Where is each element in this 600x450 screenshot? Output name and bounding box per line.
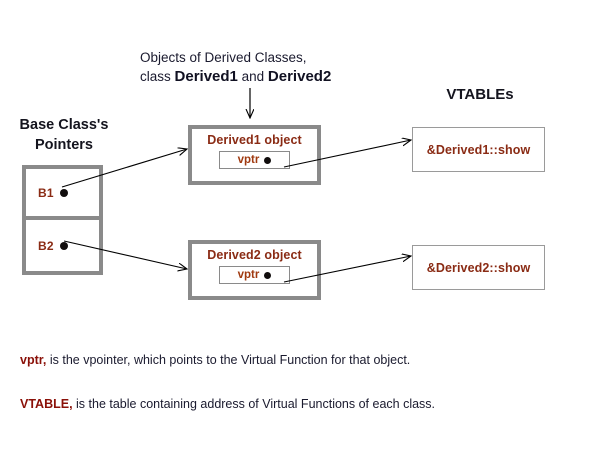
base-pointer-row-b2: B2: [26, 220, 99, 271]
note-vptr-text: is the vpointer, which points to the Vir…: [46, 353, 411, 367]
pointer-dot-icon: [59, 241, 68, 250]
base-pointers-heading-line2: Pointers: [34, 137, 93, 153]
base-pointers-heading-line1: Base Class's: [19, 117, 109, 133]
pointer-dot-icon: [264, 156, 272, 164]
vtable-derived2-box: &Derived2::show: [412, 245, 545, 290]
vtable-derived1-box: &Derived1::show: [412, 127, 545, 172]
derived2-vptr-box: vptr: [219, 266, 290, 284]
objects-heading-and: and: [237, 69, 268, 84]
base-pointers-heading: Base Class's Pointers: [8, 115, 120, 155]
objects-heading-line1: Objects of Derived Classes,: [140, 50, 307, 65]
derived1-vptr-label: vptr: [237, 154, 260, 166]
note-vptr-term: vptr,: [20, 353, 47, 367]
derived2-vptr-label: vptr: [237, 269, 260, 281]
note-vtable-text: is the table containing address of Virtu…: [72, 397, 436, 411]
note-vptr: vptr, is the vpointer, which points to t…: [20, 352, 580, 369]
objects-heading-derived1: Derived1: [174, 68, 238, 85]
derived1-object-box: Derived1 object vptr: [188, 125, 321, 185]
derived2-object-box: Derived2 object vptr: [188, 240, 321, 300]
base-pointer-row-b1: B1: [26, 169, 99, 220]
pointer-dot-icon: [59, 188, 68, 197]
vtables-heading: VTABLEs: [446, 86, 514, 103]
derived1-vptr-box: vptr: [219, 151, 290, 169]
derived2-object-title: Derived2 object: [207, 248, 302, 262]
pointer-dot-icon: [264, 271, 272, 279]
objects-heading-derived2: Derived2: [267, 68, 332, 85]
base-pointers-table: B1 B2: [22, 165, 103, 275]
note-vtable-term: VTABLE,: [20, 397, 73, 411]
derived1-object-title: Derived1 object: [207, 133, 302, 147]
vtable-derived1-entry: &Derived1::show: [426, 142, 531, 157]
objects-heading-line2: class Derived1 and Derived2: [140, 67, 400, 86]
vtable-derived2-entry: &Derived2::show: [426, 260, 531, 275]
objects-heading-class-word: class: [140, 69, 175, 84]
base-pointer-label-b1: B1: [38, 185, 54, 200]
base-pointer-label-b2: B2: [38, 238, 54, 253]
objects-heading: Objects of Derived Classes, class Derive…: [140, 48, 400, 86]
note-vtable: VTABLE, is the table containing address …: [20, 396, 580, 413]
